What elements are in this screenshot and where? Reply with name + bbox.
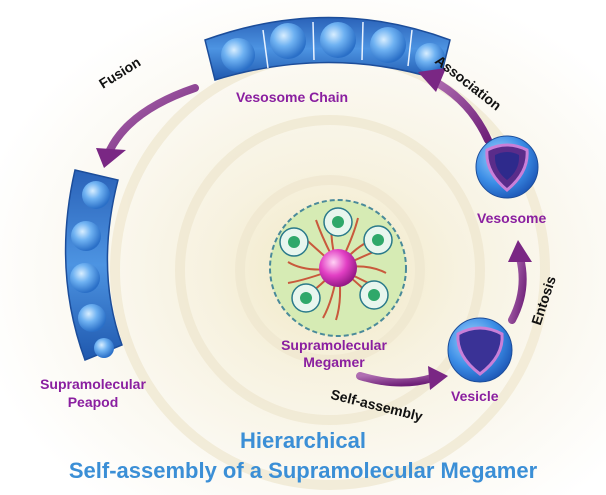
fusion-arrow [96,84,199,168]
megamer-core [319,249,357,287]
entosis-arrow [508,240,532,324]
label-megamer-line2: Megamer [303,354,365,370]
label-vesosome: Vesosome [477,210,547,226]
label-peapod-line2: Peapod [67,394,119,410]
title-line2: Self-assembly of a Supramolecular Megame… [68,458,538,483]
vesosome-icon [475,135,539,199]
association-arrow [418,68,492,144]
label-megamer-line1: Supramolecular [281,337,387,353]
title-line1: Hierarchical [240,428,366,453]
label-vesicle: Vesicle [451,388,499,404]
vesicle-icon [447,317,513,383]
supramolecular-peapod [64,169,123,361]
label-peapod-line1: Supramolecular [40,376,146,392]
self-assembly-arrow [356,366,448,390]
vesosome-chain [204,16,451,81]
supramolecular-megamer [269,199,407,337]
enzyme-clusters [279,207,393,313]
label-vesosome-chain: Vesosome Chain [236,89,349,105]
